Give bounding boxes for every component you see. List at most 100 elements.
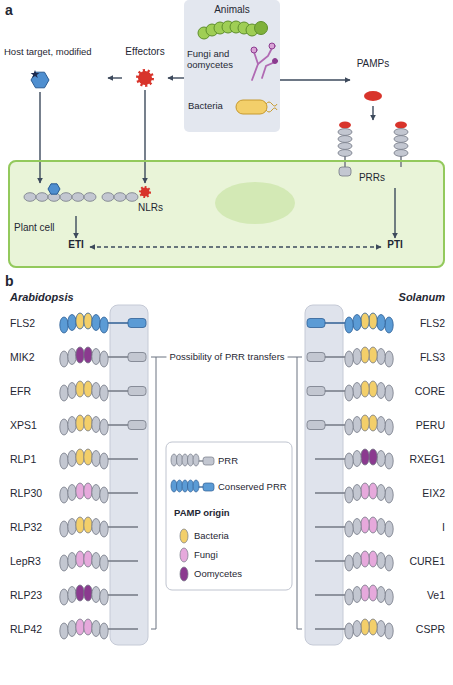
node-text: Bacteria (188, 100, 234, 111)
nucleus (215, 182, 295, 224)
lrr-domain (84, 313, 92, 329)
lrr-domain (68, 485, 76, 501)
transmembrane (325, 356, 346, 358)
kinase-domain (128, 421, 146, 430)
lrr-domain (353, 587, 361, 603)
transmembrane (107, 424, 128, 426)
lrr-domain (361, 619, 369, 635)
transmembrane (107, 458, 138, 460)
panel-letter: a (5, 2, 13, 19)
lrr-domain (369, 619, 377, 635)
pamp: PAMPs (350, 58, 396, 106)
nlr-domain (126, 193, 138, 202)
lrr-domain (60, 317, 68, 333)
transmembrane (315, 492, 346, 494)
arrow (280, 79, 350, 80)
receptor-name: FLS3 (420, 351, 445, 364)
lrr-domain (100, 317, 108, 333)
transmembrane (107, 492, 138, 494)
lrr-domain (377, 383, 385, 399)
bacterium-body (236, 100, 267, 114)
receptor-name: PERU (416, 419, 445, 432)
receptor-name: XPS1 (10, 419, 37, 432)
kinase-domain (203, 457, 214, 465)
flagellum (266, 108, 277, 112)
lrr-domain (76, 449, 84, 465)
kinase-domain (307, 353, 325, 362)
leader-line (156, 357, 166, 358)
bound-effector (141, 188, 150, 197)
lrr-domain (60, 385, 68, 401)
lrr-domain (193, 454, 199, 466)
legend-swatch (180, 529, 188, 543)
lrr-domain (92, 553, 100, 569)
lrr-domain (76, 415, 84, 431)
lrr-domain (60, 419, 68, 435)
lrr-domain (353, 553, 361, 569)
lrr-domain (171, 454, 177, 466)
lrr-domain (369, 415, 377, 431)
nlr-domain (114, 193, 126, 202)
legend-swatch (180, 548, 188, 562)
lrr-domain (385, 521, 393, 537)
lrr-domain (345, 623, 353, 639)
lrr-domain (92, 349, 100, 365)
lrr-domain (369, 517, 377, 533)
lrr-domain (369, 585, 377, 601)
lrr-domain (84, 381, 92, 397)
lrr-domain (100, 385, 108, 401)
lrr-domain (60, 555, 68, 571)
source-box: AnimalsFungi and oomycetesBacteria (184, 0, 280, 132)
modification-star (31, 70, 40, 78)
arrow (39, 92, 40, 183)
flagellum (266, 102, 277, 106)
kinase-domain (128, 387, 146, 396)
receptor-name: EFR (10, 385, 31, 398)
nlr-domain (84, 193, 96, 202)
lrr-domain (377, 621, 385, 637)
lrr-domain (84, 483, 92, 499)
lrr-domain (377, 519, 385, 535)
lrr-domain (92, 485, 100, 501)
receptor-name: FLS2 (420, 317, 445, 330)
lrr-domain (84, 585, 92, 601)
node-text: PAMPs (350, 58, 396, 70)
lrr-domain (68, 417, 76, 433)
node-text: Animals (184, 4, 280, 16)
bracket (297, 357, 302, 629)
lrr-domain (60, 521, 68, 537)
spore (269, 43, 275, 49)
arrow (108, 77, 122, 78)
lrr-domain (100, 589, 108, 605)
lrr-domain (92, 451, 100, 467)
membrane-panel (305, 305, 343, 645)
lrr-domain (345, 317, 353, 333)
legend-box (166, 442, 292, 590)
transmembrane (315, 594, 346, 596)
lrr-domain (100, 623, 108, 639)
lrr-domain (76, 585, 84, 601)
lrr-domain (385, 419, 393, 435)
transmembrane (107, 526, 138, 528)
transmembrane (107, 356, 128, 358)
lrr-domain (345, 521, 353, 537)
lrr-domain (84, 551, 92, 567)
receptor-name: Ve1 (427, 589, 445, 602)
leader-line (288, 357, 297, 358)
lrr-domain (385, 317, 393, 333)
transmembrane (315, 526, 346, 528)
receptor-icons (60, 313, 393, 639)
bracket-note: Possibility of PRR transfers (150, 351, 304, 362)
transmembrane (315, 458, 346, 460)
lrr-domain (345, 385, 353, 401)
lrr-domain (92, 315, 100, 331)
lrr (338, 136, 352, 143)
lrr-domain (369, 313, 377, 329)
lrr (338, 150, 352, 157)
hypha (258, 48, 272, 64)
plant-cell: Plant cellNLRsPRRsETIPTI (8, 160, 445, 268)
receptor-name: RLP1 (10, 453, 36, 466)
lrr-domain (100, 351, 108, 367)
hypha (252, 52, 258, 80)
